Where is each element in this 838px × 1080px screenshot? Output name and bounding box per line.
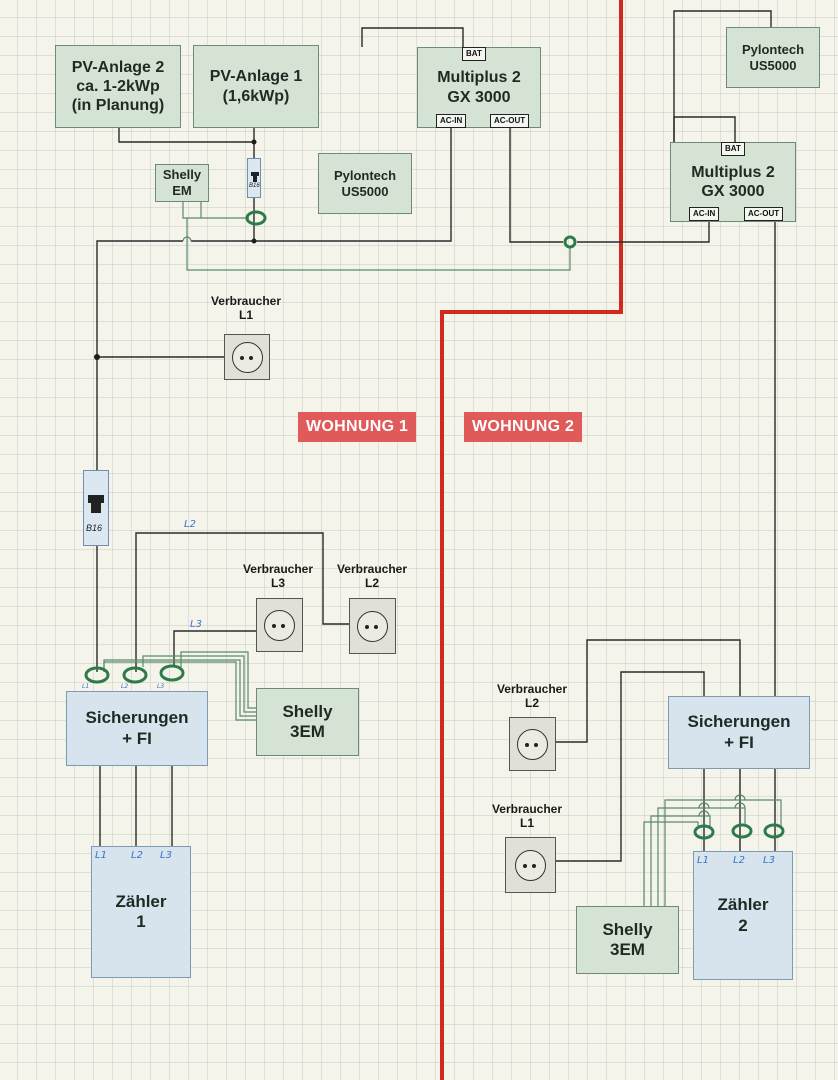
ct-clamp-multiplus	[563, 235, 577, 249]
zaehler-1-phase-l3: L3	[160, 850, 172, 861]
multiplus-right-ac-out-terminal: AC-OUT	[744, 207, 784, 221]
zaehler-1-box: Zähler 1	[91, 846, 191, 978]
ct-clamp-w1-l2	[122, 666, 148, 684]
socket-w2-l1-icon	[505, 837, 556, 893]
consumer-w1-l3-title: Verbraucher	[242, 562, 314, 576]
shelly-measurement-wires	[103, 200, 782, 906]
socket-w1-l3-icon	[256, 598, 303, 652]
pv-breaker: B16	[247, 158, 261, 198]
shelly-3em-2-box: Shelly 3EM	[576, 906, 679, 974]
shelly-3em-1-box: Shelly 3EM	[256, 688, 359, 756]
consumer-w1-l2-label: Verbraucher L2	[317, 562, 427, 591]
multiplus-top-ac-in-terminal: AC-IN	[436, 114, 467, 128]
pylontech-left-brand: Pylontech	[333, 167, 397, 183]
ct-label-w1-l2: L2	[121, 683, 129, 690]
wohnung-1-label: WOHNUNG 1	[298, 412, 417, 442]
consumer-w1-l3-label: Verbraucher L3	[223, 562, 333, 591]
zaehler-1-phase-l1: L1	[95, 850, 107, 861]
pylontech-right-brand: Pylontech	[741, 41, 805, 57]
sicherungen-1-title: Sicherungen	[85, 708, 189, 728]
apartment-divider-line	[440, 0, 623, 1080]
pv-anlage-1-box: PV-Anlage 1 (1,6kWp)	[193, 45, 319, 128]
sicherungen-2-title: Sicherungen	[687, 712, 791, 732]
consumer-w2-l2-label: Verbraucher L2	[477, 682, 587, 711]
multiplus-top-title-1: Multiplus 2	[437, 69, 521, 87]
sicherungen-1-subtitle: + FI	[122, 728, 152, 748]
shelly-em-brand: Shelly	[162, 167, 202, 183]
zaehler-2-phase-l1: L1	[697, 855, 709, 866]
wire-label-l3: L3	[190, 619, 202, 630]
ct-clamp-w2-l3	[763, 823, 785, 839]
ct-clamps	[84, 210, 785, 840]
zaehler-1-number: 1	[136, 912, 146, 931]
zaehler-2-number: 2	[738, 915, 748, 935]
consumer-w1-l1-title: Verbraucher	[210, 294, 282, 308]
multiplus-right-ac-in-terminal: AC-IN	[689, 207, 720, 221]
consumer-w1-l3-phase: L3	[270, 576, 285, 591]
consumer-w2-l1-phase: L1	[519, 816, 534, 831]
main-breaker: B16	[83, 470, 109, 546]
pylontech-right-box: Pylontech US5000	[726, 27, 820, 88]
pv-anlage-2-title: PV-Anlage 2	[71, 58, 165, 76]
sicherungen-2-box: Sicherungen + FI	[668, 696, 810, 769]
consumer-w1-l1-phase: L1	[238, 308, 253, 323]
consumer-w2-l1-title: Verbraucher	[491, 802, 563, 816]
ct-clamp-pv	[245, 210, 267, 226]
wohnung-2-label: WOHNUNG 2	[464, 412, 583, 442]
ct-label-w1-l1: L1	[82, 683, 90, 690]
socket-w1-l1-icon	[224, 334, 270, 380]
ct-clamp-w2-l1	[693, 824, 715, 840]
zaehler-1-phase-l2: L2	[131, 850, 143, 861]
pv-anlage-2-box: PV-Anlage 2 ca. 1-2kWp (in Planung)	[55, 45, 181, 128]
socket-w2-l2-icon	[509, 717, 556, 771]
pv-anlage-1-power: (1,6kWp)	[222, 87, 290, 105]
pv-anlage-2-power: ca. 1-2kWp	[76, 77, 160, 95]
ct-clamp-w1-l3	[159, 664, 185, 682]
wire-label-l2: L2	[184, 519, 196, 530]
ct-clamp-w2-l2	[731, 823, 753, 839]
shelly-3em-1-model: 3EM	[290, 722, 325, 741]
pv-breaker-label: B16	[249, 183, 260, 189]
ct-clamp-w1-l1	[84, 666, 110, 684]
ct-label-w1-l3: L3	[157, 683, 165, 690]
multiplus-top-ac-out-terminal: AC-OUT	[490, 114, 530, 128]
multiplus-top-title-2: GX 3000	[447, 88, 511, 106]
consumer-w2-l2-title: Verbraucher	[496, 682, 568, 696]
zaehler-2-title: Zähler	[717, 895, 769, 915]
consumer-w1-l1-label: Verbraucher L1	[191, 294, 301, 323]
shelly-3em-2-brand: Shelly	[602, 919, 653, 939]
consumer-w2-l2-phase: L2	[524, 696, 539, 711]
consumer-w1-l2-phase: L2	[364, 576, 379, 591]
zaehler-1-title: Zähler	[115, 891, 167, 911]
sicherungen-1-box: Sicherungen + FI	[66, 691, 208, 766]
pylontech-right-model: US5000	[749, 57, 797, 73]
junction-dots	[94, 139, 257, 360]
zaehler-2-phase-l2: L2	[733, 855, 745, 866]
multiplus-right-title-2: GX 3000	[701, 183, 765, 200]
multiplus-right-bat-terminal: BAT	[721, 142, 745, 156]
zaehler-2-phase-l3: L3	[763, 855, 775, 866]
shelly-em-box: Shelly EM	[155, 164, 209, 202]
pylontech-left-box: Pylontech US5000	[318, 153, 412, 214]
multiplus-top-bat-terminal: BAT	[462, 47, 486, 61]
black-wires-top	[96, 27, 710, 848]
sicherungen-2-subtitle: + FI	[724, 732, 754, 752]
pv-anlage-2-status: (in Planung)	[71, 97, 165, 115]
consumer-w2-l1-label: Verbraucher L1	[472, 802, 582, 831]
multiplus-right-title-1: Multiplus 2	[691, 163, 775, 181]
main-breaker-label: B16	[86, 523, 103, 533]
socket-w1-l2-icon	[349, 598, 396, 654]
consumer-w1-l2-title: Verbraucher	[336, 562, 408, 576]
pylontech-left-model: US5000	[341, 183, 389, 199]
zaehler-2-box: Zähler 2	[693, 851, 793, 980]
shelly-3em-2-model: 3EM	[610, 940, 645, 959]
pv-anlage-1-title: PV-Anlage 1	[209, 68, 303, 86]
shelly-em-model: EM	[172, 183, 192, 198]
shelly-3em-1-brand: Shelly	[282, 701, 333, 721]
wire-crossovers	[698, 794, 746, 817]
